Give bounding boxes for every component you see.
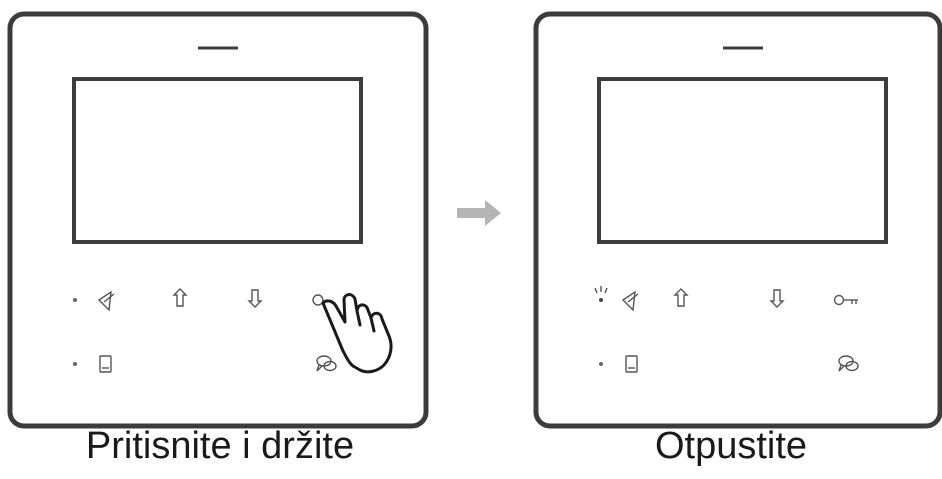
- arrow-right: [457, 200, 501, 226]
- status-led: [73, 298, 77, 302]
- chat-icon[interactable]: [838, 355, 859, 372]
- arrow-up-icon[interactable]: [172, 288, 188, 307]
- arrow-down-icon[interactable]: [769, 289, 785, 308]
- arrow-up-icon[interactable]: [673, 288, 689, 307]
- phone-icon[interactable]: [99, 355, 112, 373]
- arrow-down-icon[interactable]: [247, 289, 263, 308]
- screen: [72, 77, 363, 244]
- step-caption-release: Otpustite: [654, 425, 808, 467]
- screen: [597, 77, 888, 244]
- speaker-mute-icon[interactable]: [621, 290, 639, 312]
- step-release-panel: Otpustite: [520, 0, 942, 479]
- step-caption-press: Pritisnite i držite: [85, 425, 355, 467]
- phone-icon[interactable]: [625, 355, 638, 373]
- hand-press-icon: [321, 293, 393, 374]
- key-icon[interactable]: [312, 294, 324, 306]
- step-press-panel: Pritisnite i držite: [0, 0, 440, 479]
- intercom-device-left: [7, 11, 429, 429]
- status-led: [73, 362, 77, 366]
- intercom-device-right: [533, 11, 942, 429]
- chat-icon[interactable]: [316, 355, 337, 372]
- key-icon[interactable]: [833, 294, 859, 306]
- speaker-mute-icon[interactable]: [97, 290, 115, 312]
- status-led: [599, 362, 603, 366]
- blinking-led: [594, 286, 608, 302]
